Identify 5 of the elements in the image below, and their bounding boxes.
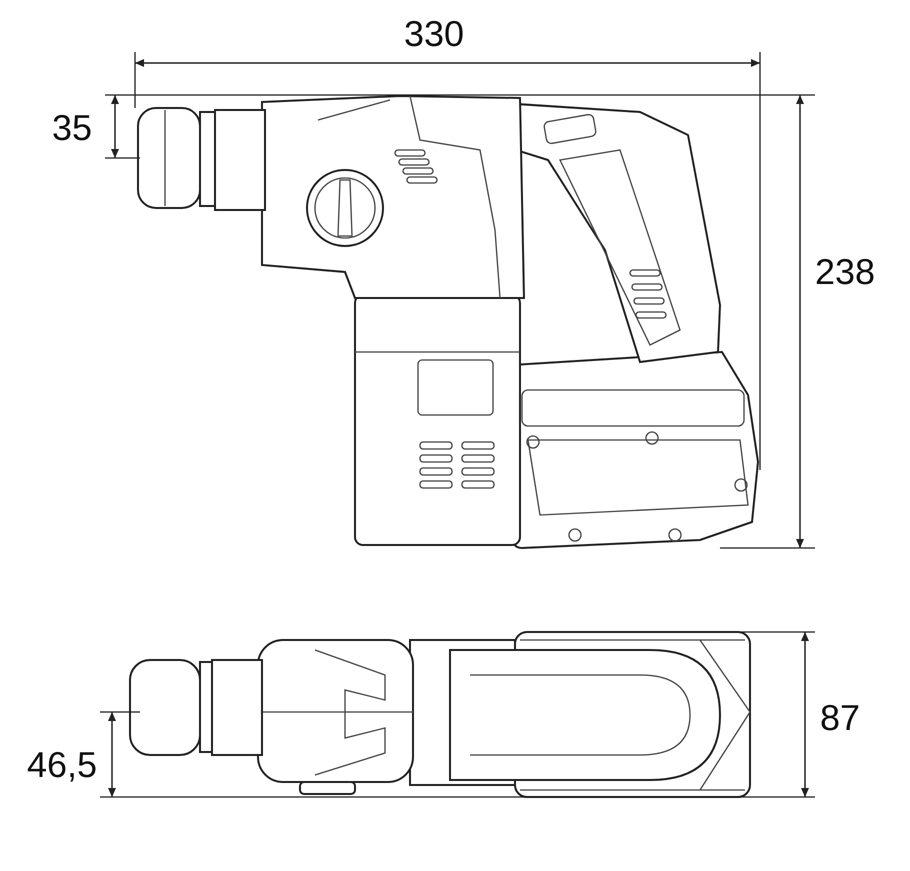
dimension-label: 46,5 [26, 747, 98, 783]
dimension-label: 87 [820, 700, 860, 736]
dimension-label: 238 [814, 254, 876, 290]
dimension-label: 330 [404, 16, 464, 52]
dimension-label: 35 [52, 110, 92, 146]
